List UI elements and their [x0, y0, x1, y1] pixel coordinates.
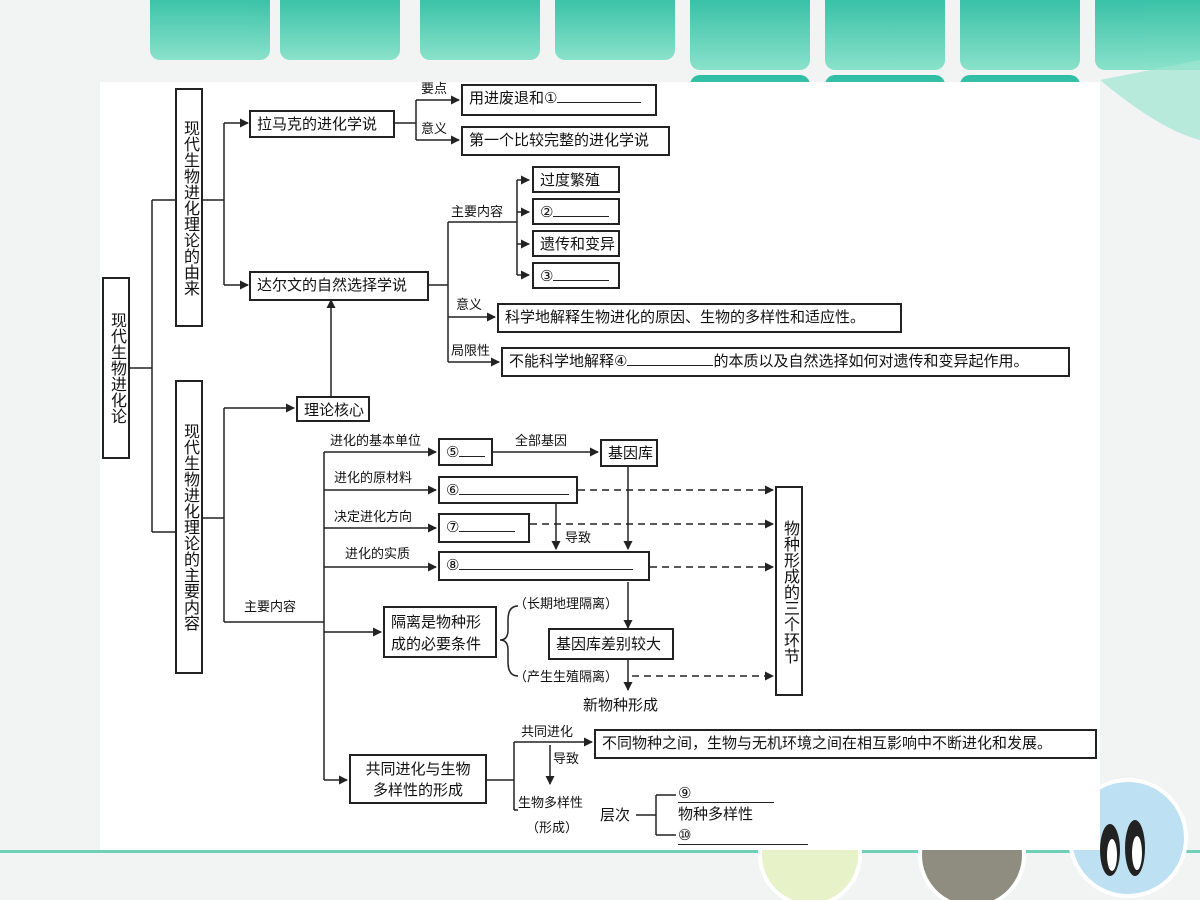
blank-7	[459, 517, 516, 532]
lamarck-node: 拉马克的进化学说	[249, 110, 395, 138]
darwin-limit-label: 局限性	[451, 344, 491, 359]
gene-pool-diff-node: 基因库差别较大	[548, 628, 674, 660]
blank-8-text: ⑧	[446, 556, 460, 574]
blank-5	[459, 442, 486, 457]
levels-label: 层次	[600, 806, 631, 824]
bio-div-label: 生物多样性	[518, 796, 584, 811]
essence-label: 进化的实质	[345, 547, 411, 562]
level-9: ⑨	[678, 784, 774, 803]
darwin-limit-text-b: 的本质以及自然选择如何对遗传和变异起作用。	[713, 352, 1029, 370]
blank-6-node: ⑥	[438, 476, 578, 504]
coevo-desc-node: 不同物种之间，生物与无机环境之间在相互影响中不断进化和发展。	[594, 729, 1097, 759]
basic-unit-label: 进化的基本单位	[330, 434, 422, 449]
blank-7-node: ⑦	[438, 513, 530, 543]
speciation-node: 物种形成的三个环节	[775, 486, 803, 696]
darwin-item-3: 遗传和变异	[532, 230, 620, 257]
blank-2	[553, 202, 610, 217]
repro-iso-label: （产生生殖隔离）	[514, 670, 619, 685]
level-species: 物种多样性	[678, 805, 774, 823]
formation-label: （形成）	[526, 821, 579, 836]
coevo-node: 共同进化与生物多样性的形成	[349, 754, 487, 804]
new-species-label: 新物种形成	[583, 696, 659, 714]
leads-to-label: 导致	[565, 531, 592, 546]
darwin-node: 达尔文的自然选择学说	[249, 271, 429, 301]
isolation-node: 隔离是物种形成的必要条件	[383, 606, 497, 658]
blank-8	[459, 555, 634, 570]
blank-5-text: ⑤	[446, 443, 460, 461]
modern-main-label: 主要内容	[244, 600, 297, 615]
lamarck-point-label: 要点	[421, 82, 448, 97]
darwin-item-4: ③	[532, 262, 620, 289]
darwin-item-2: ②	[532, 198, 620, 225]
darwin-main-label: 主要内容	[451, 205, 504, 220]
darwin-item-2-text: ②	[540, 203, 554, 221]
darwin-meaning-node: 科学地解释生物进化的原因、生物的多样性和适应性。	[497, 303, 902, 333]
lamarck-meaning-label: 意义	[421, 122, 448, 137]
level-10: ⑩	[678, 826, 808, 845]
blank-4	[627, 351, 714, 366]
level-9-text: ⑨	[678, 784, 692, 802]
origin-node: 现代生物进化理论的由来	[175, 88, 203, 327]
blank-6-text: ⑥	[446, 481, 460, 499]
all-genes-label: 全部基因	[515, 434, 568, 449]
blank-7-text: ⑦	[446, 518, 460, 536]
blank-1	[557, 88, 642, 103]
root-node: 现代生物进化论	[102, 277, 130, 459]
darwin-limit-text-a: 不能科学地解释④	[509, 352, 628, 370]
direction-label: 决定进化方向	[334, 510, 413, 525]
modern-node: 现代生物进化理论的主要内容	[175, 380, 203, 674]
lamarck-point-text: 用进废退和①	[469, 89, 558, 107]
coevo-label: 共同进化	[521, 725, 574, 740]
core-node: 理论核心	[296, 396, 370, 422]
leads-to-label-2: 导致	[553, 752, 580, 767]
blank-6	[459, 480, 570, 495]
darwin-item-4-text: ③	[540, 267, 554, 285]
level-species-text: 物种多样性	[678, 805, 754, 823]
lamarck-meaning-node: 第一个比较完整的进化学说	[461, 126, 670, 156]
darwin-meaning-label: 意义	[456, 298, 483, 313]
blank-8-node: ⑧	[438, 551, 650, 581]
blank-5-node: ⑤	[438, 438, 493, 466]
isolation-text: 隔离是物种形成的必要条件	[391, 613, 482, 653]
level-10-text: ⑩	[678, 826, 692, 844]
raw-material-label: 进化的原材料	[334, 471, 413, 486]
blank-3	[553, 266, 610, 281]
darwin-item-1: 过度繁殖	[532, 166, 620, 193]
gene-pool-node: 基因库	[600, 439, 658, 467]
long-geo-label: （长期地理隔离）	[514, 597, 619, 612]
lamarck-point-node: 用进废退和①	[461, 84, 657, 116]
coevo-text: 共同进化与生物多样性的形成	[365, 760, 471, 799]
darwin-limit-node: 不能科学地解释④ 的本质以及自然选择如何对遗传和变异起作用。	[501, 347, 1070, 377]
